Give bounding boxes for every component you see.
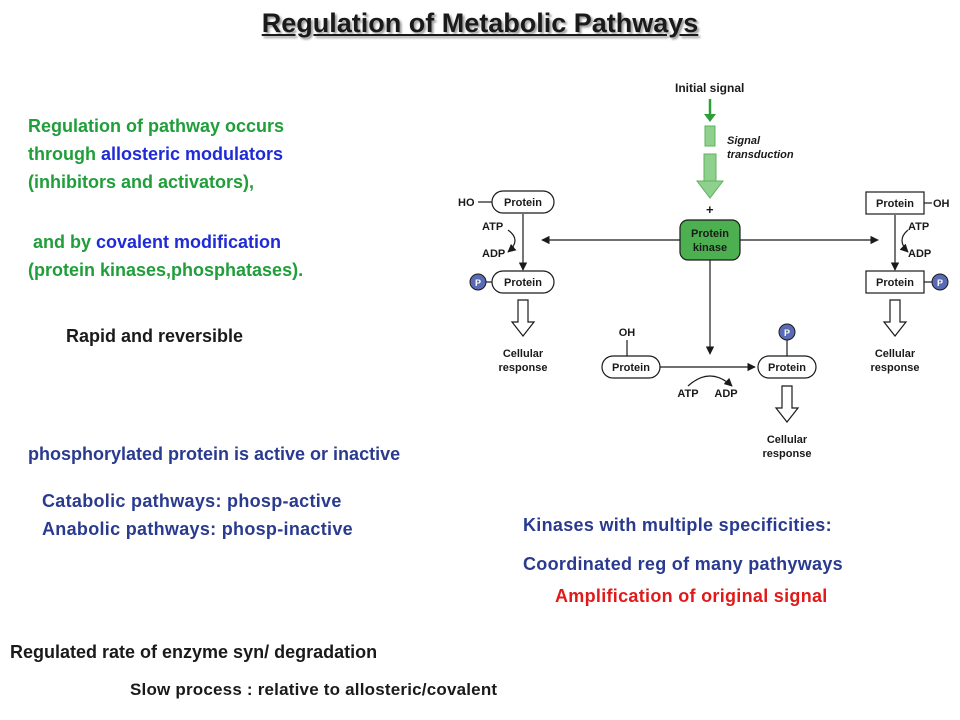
right-response-label: response: [871, 362, 920, 374]
right-oh-label: OH: [933, 198, 950, 210]
protein-kinase-label-2: kinase: [693, 242, 727, 254]
left-atp-adp-curve: [507, 229, 517, 253]
initial-signal-label: Initial signal: [675, 81, 744, 95]
intro-line-4: and by covalent modification: [28, 228, 303, 256]
regulated-rate-text: Regulated rate of enzyme syn/ degradatio…: [10, 642, 378, 662]
left-cellular-label: Cellular: [503, 348, 544, 360]
intro-line-3: (inhibitors and activators),: [28, 172, 255, 192]
right-phosphate-label: P: [937, 278, 943, 288]
amplification-text: Amplification of original signal: [555, 586, 828, 606]
intro-line-2: through allosteric modulators: [28, 140, 284, 168]
left-phosphate-label: P: [475, 278, 481, 288]
bottom-response-label: response: [763, 448, 812, 460]
coordinated-regulation-text: Coordinated reg of many pathyways: [523, 554, 843, 574]
right-response-arrow: [882, 299, 908, 337]
pathway-list: Catabolic pathways: phosp-active Anaboli…: [42, 487, 353, 543]
protein-kinase-box: [679, 219, 741, 261]
bottom-atp-label: ATP: [677, 388, 698, 400]
signal-arrow-upper: [704, 125, 716, 147]
right-cellular-label: Cellular: [875, 348, 916, 360]
initial-signal-arrow-head: [704, 114, 716, 122]
intro-line-5: (protein kinases,phosphatases).: [28, 260, 304, 280]
right-atp-label: ATP: [908, 221, 929, 233]
right-protein-top-label: Protein: [876, 198, 914, 210]
signal-arrow-lower: [703, 153, 717, 183]
left-protein-bottom: [491, 270, 555, 294]
right-atp-adp-curve: [899, 229, 909, 253]
slow-process-text: Slow process : relative to allosteric/co…: [130, 680, 498, 699]
left-protein-top: [491, 190, 555, 214]
left-adp-label: ADP: [482, 248, 505, 260]
signal-transduction-label-1: Signal: [727, 135, 761, 147]
allosteric-modulators-term: allosteric modulators: [100, 144, 284, 164]
bottom-response-arrow: [774, 385, 800, 423]
right-phosphate-icon: [931, 273, 949, 291]
bottom-atp-adp-curve: [687, 375, 733, 387]
left-protein-top-label: Protein: [504, 197, 542, 209]
intro-line-2-prefix: through: [28, 144, 101, 164]
left-ho-label: HO: [458, 197, 475, 209]
signal-transduction-label-2: transduction: [727, 149, 794, 161]
catabolic-pathways-text: Catabolic pathways: phosp-active: [42, 491, 342, 511]
plus-sign: +: [706, 202, 714, 217]
bottom-cellular-label: Cellular: [767, 434, 808, 446]
left-response-label: response: [499, 362, 548, 374]
kinase-signaling-diagram: Initial signal Signal transduction + Pro…: [458, 81, 950, 460]
phosphorylated-protein-text: phosphorylated protein is active or inac…: [28, 444, 401, 464]
anabolic-pathways-text: Anabolic pathways: phosp-inactive: [42, 519, 353, 539]
rapid-reversible-text: Rapid and reversible: [66, 326, 244, 346]
left-atp-label: ATP: [482, 221, 503, 233]
bottom-adp-label: ADP: [714, 388, 737, 400]
intro-line-4-prefix: and by: [28, 232, 97, 252]
protein-kinase-label-1: Protein: [691, 228, 729, 240]
covalent-text: and by covalent modification (protein ki…: [28, 228, 303, 284]
bottom-oh-label: OH: [619, 327, 636, 339]
intro-text: Regulation of pathway occurs through all…: [28, 112, 284, 196]
bottom-protein-right: [757, 355, 817, 379]
right-adp-label: ADP: [908, 248, 931, 260]
bottom-protein-left-label: Protein: [612, 362, 650, 374]
bottom-protein-right-label: Protein: [768, 362, 806, 374]
intro-line-1: Regulation of pathway occurs: [28, 116, 285, 136]
bottom-phosphate-label: P: [784, 328, 790, 338]
right-protein-bottom-label: Protein: [876, 277, 914, 289]
signal-arrow-head: [695, 180, 725, 199]
kinases-specificities-text: Kinases with multiple specificities:: [523, 515, 832, 535]
left-response-arrow: [510, 299, 536, 337]
page-title: Regulation of Metabolic Pathways: [261, 8, 699, 38]
left-protein-bottom-label: Protein: [504, 277, 542, 289]
covalent-modification-term: covalent modification: [96, 232, 282, 252]
